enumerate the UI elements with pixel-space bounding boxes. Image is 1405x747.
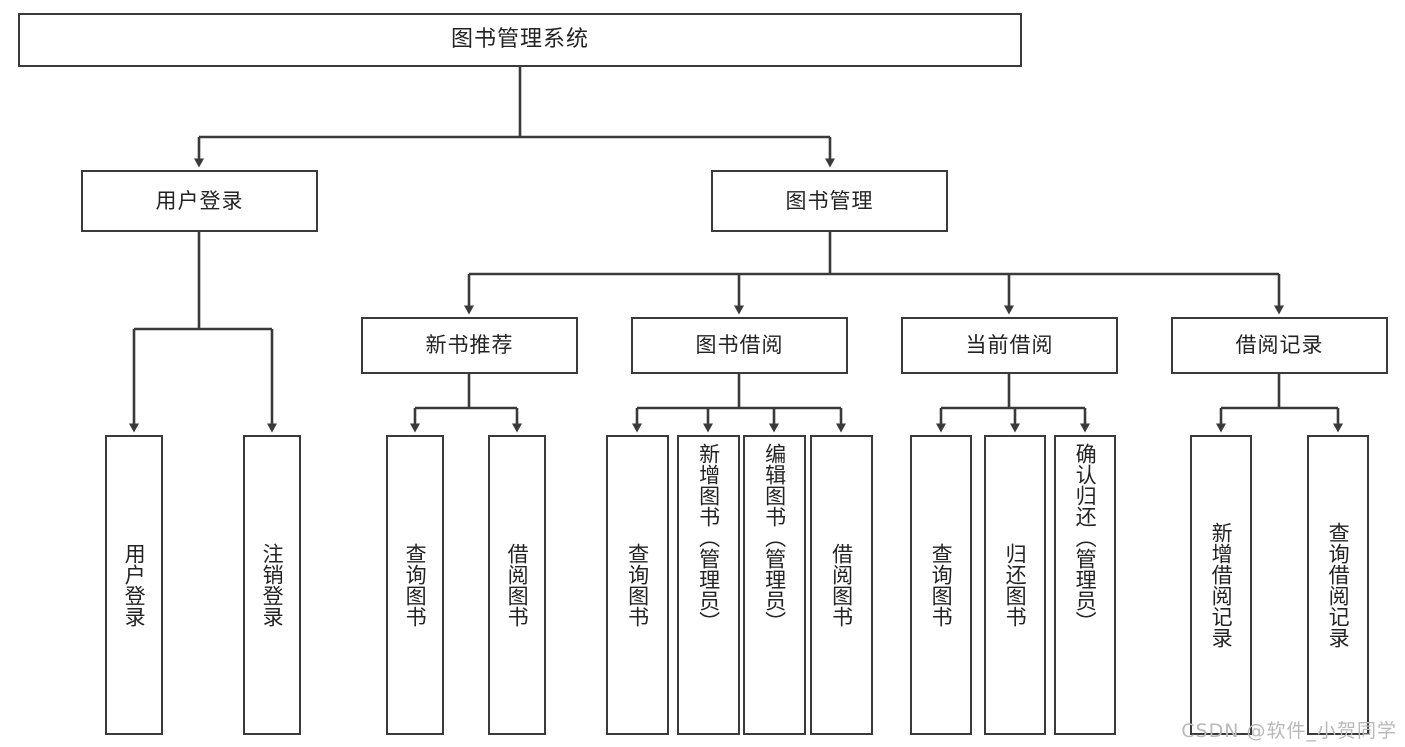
node-user-login[interactable]: 用户登录 — [81, 170, 318, 232]
node-book-borrow-label: 图书借阅 — [695, 333, 784, 358]
leaf-edit-book-admin[interactable]: 编辑图书（管理员） — [743, 435, 806, 735]
leaf-user-login[interactable]: 用户登录 — [105, 435, 163, 735]
leaf-add-book-admin[interactable]: 新增图书（管理员） — [677, 435, 740, 735]
leaf-confirm-return-admin-label: 确认归还（管理员） — [1073, 443, 1098, 632]
node-book-management[interactable]: 图书管理 — [711, 170, 948, 232]
leaf-user-logout-label: 注销登录 — [260, 543, 285, 627]
leaf-user-logout[interactable]: 注销登录 — [243, 435, 301, 735]
leaf-borrow-book[interactable]: 借阅图书 — [810, 435, 873, 735]
node-book-borrow[interactable]: 图书借阅 — [631, 317, 848, 374]
leaf-query-book-recommend-label: 查询图书 — [403, 543, 428, 627]
leaf-confirm-return-admin[interactable]: 确认归还（管理员） — [1054, 435, 1116, 735]
leaf-borrow-book-label: 借阅图书 — [829, 543, 854, 627]
leaf-borrow-book-recommend-label: 借阅图书 — [505, 543, 530, 627]
leaf-query-borrow-record[interactable]: 查询借阅记录 — [1307, 435, 1369, 735]
leaf-add-book-admin-label: 新增图书（管理员） — [696, 443, 721, 632]
leaf-query-book-borrow-label: 查询图书 — [625, 543, 650, 627]
leaf-query-book-borrow[interactable]: 查询图书 — [606, 435, 669, 735]
node-borrow-record-label: 借阅记录 — [1235, 333, 1324, 358]
leaf-return-book[interactable]: 归还图书 — [984, 435, 1046, 735]
node-root[interactable]: 图书管理系统 — [18, 13, 1022, 67]
node-root-label: 图书管理系统 — [450, 27, 589, 53]
leaf-query-book-current[interactable]: 查询图书 — [910, 435, 972, 735]
leaf-edit-book-admin-label: 编辑图书（管理员） — [762, 443, 787, 632]
node-current-borrow-label: 当前借阅 — [965, 333, 1054, 358]
leaf-borrow-book-recommend[interactable]: 借阅图书 — [488, 435, 546, 735]
leaf-return-book-label: 归还图书 — [1003, 543, 1028, 627]
node-current-borrow[interactable]: 当前借阅 — [901, 317, 1118, 374]
node-book-management-label: 图书管理 — [785, 188, 874, 213]
node-borrow-record[interactable]: 借阅记录 — [1171, 317, 1388, 374]
node-user-login-label: 用户登录 — [155, 188, 244, 213]
leaf-query-borrow-record-label: 查询借阅记录 — [1326, 522, 1351, 648]
leaf-query-book-recommend[interactable]: 查询图书 — [386, 435, 444, 735]
node-new-book-recommend[interactable]: 新书推荐 — [361, 317, 578, 374]
leaf-add-borrow-record-label: 新增借阅记录 — [1209, 522, 1234, 648]
leaf-user-login-label: 用户登录 — [122, 543, 147, 627]
leaf-query-book-current-label: 查询图书 — [929, 543, 954, 627]
node-new-book-recommend-label: 新书推荐 — [425, 333, 514, 358]
leaf-add-borrow-record[interactable]: 新增借阅记录 — [1190, 435, 1252, 735]
